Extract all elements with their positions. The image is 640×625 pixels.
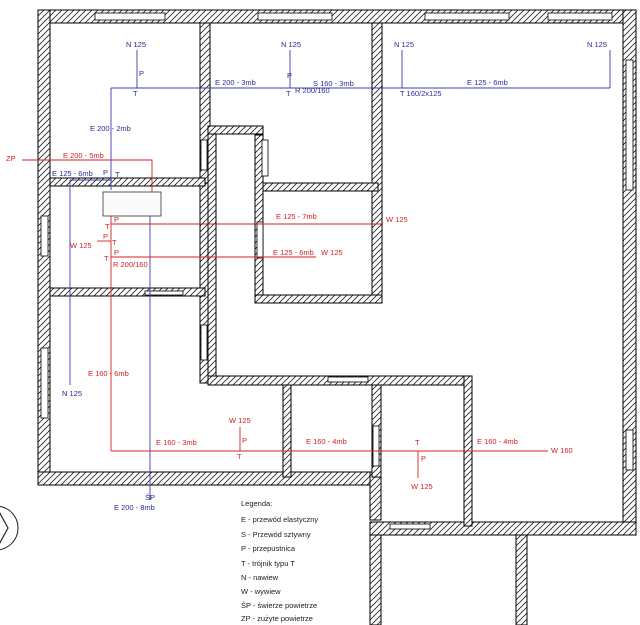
door-7 bbox=[372, 425, 380, 467]
ventilation-unit bbox=[102, 191, 162, 217]
label-w125-bottom: W 125 bbox=[229, 416, 251, 425]
label-w125-left: W 125 bbox=[70, 241, 92, 250]
label-t-c: T bbox=[115, 170, 120, 179]
legend-item: T - trójnik typu T bbox=[241, 559, 295, 568]
label-t-d: T bbox=[105, 222, 110, 231]
label-r200-160-top: R 200/160 bbox=[295, 86, 330, 95]
label-t-b: T bbox=[286, 89, 291, 98]
label-e125-6mb-left: E 125 - 6mb bbox=[52, 169, 93, 178]
wall-v-283 bbox=[282, 384, 292, 478]
window-top-1 bbox=[94, 12, 166, 21]
wall-h-left-room bbox=[49, 177, 206, 187]
legend-item: P - przepustnica bbox=[241, 544, 296, 553]
window-top-3 bbox=[424, 12, 510, 21]
compass-symbol bbox=[0, 505, 19, 551]
openings bbox=[40, 12, 634, 530]
legend-item: S - Przewód sztywny bbox=[241, 530, 311, 539]
label-p-g: P bbox=[242, 436, 247, 445]
label-w160: W 160 bbox=[551, 446, 573, 455]
label-t160-2x125: T 160/2x125 bbox=[400, 89, 442, 98]
legend-item: W - wywiew bbox=[241, 587, 281, 596]
wall-h-closet-top bbox=[207, 125, 264, 135]
label-sp: ŚP bbox=[145, 493, 155, 502]
exhaust-ducts bbox=[22, 159, 548, 478]
door-4 bbox=[256, 221, 264, 259]
label-p-e: P bbox=[103, 232, 108, 241]
label-t-a: T bbox=[133, 89, 138, 98]
door-5 bbox=[200, 324, 208, 361]
door-1 bbox=[144, 290, 184, 296]
label-e160-4mb-b: E 160 - 4mb bbox=[477, 437, 518, 446]
label-e200-5mb: E 200 - 5mb bbox=[63, 151, 104, 160]
label-e200-8mb: E 200 - 8mb bbox=[114, 503, 155, 512]
door-6 bbox=[327, 376, 369, 383]
label-n125-c: N 125 bbox=[394, 40, 414, 49]
wall-h-closet-bottom bbox=[254, 294, 383, 304]
legend-item: E - przewód elastyczny bbox=[241, 515, 318, 524]
window-right-1 bbox=[625, 59, 634, 191]
window-top-4 bbox=[547, 12, 613, 21]
wall-h-mid bbox=[262, 182, 379, 192]
label-p-c: P bbox=[103, 168, 108, 177]
supply-ducts bbox=[69, 50, 611, 500]
door-3 bbox=[261, 139, 269, 177]
legend-title: Legenda: bbox=[241, 499, 272, 508]
duct-labels: N 125 P T N 125 P T E 200 - 3mb R 200/16… bbox=[6, 40, 607, 512]
wall-down-right bbox=[515, 534, 528, 625]
wall-h-left-room2 bbox=[49, 287, 206, 297]
legend-item: ŚP - świerze powietrze bbox=[241, 601, 317, 610]
label-n125-e: N 125 bbox=[62, 389, 82, 398]
label-p-a: P bbox=[139, 69, 144, 78]
window-top-2 bbox=[257, 12, 333, 21]
outer-wall-bottom-left bbox=[37, 471, 382, 486]
label-e125-6mb-mid: E 125 - 6mb bbox=[273, 248, 314, 257]
label-t-h: T bbox=[415, 438, 420, 447]
label-p-d: P bbox=[114, 215, 119, 224]
label-s160-3mb: S 160 - 3mb bbox=[313, 79, 354, 88]
walls bbox=[37, 9, 637, 625]
window-left-1 bbox=[40, 215, 49, 257]
wall-down-left bbox=[369, 534, 382, 625]
label-n125-d: N 125 bbox=[587, 40, 607, 49]
door-8 bbox=[389, 523, 431, 530]
legend: Legenda: E - przewód elastyczny S - Prze… bbox=[241, 499, 318, 623]
legend-item: N - nawiew bbox=[241, 573, 279, 582]
label-t-g: T bbox=[237, 452, 242, 461]
window-left-2 bbox=[40, 347, 49, 419]
wall-v-372 bbox=[371, 22, 383, 302]
label-zp: ZP bbox=[6, 154, 16, 163]
label-w125-right2: W 125 bbox=[321, 248, 343, 257]
label-e200-2mb: E 200 - 2mb bbox=[90, 124, 131, 133]
label-e125-6mb-top: E 125 - 6mb bbox=[467, 78, 508, 87]
outer-wall-bottom-right bbox=[369, 521, 637, 536]
door-2 bbox=[200, 139, 208, 171]
label-e160-4mb-a: E 160 - 4mb bbox=[306, 437, 347, 446]
window-right-2 bbox=[625, 429, 634, 471]
label-n125-b: N 125 bbox=[281, 40, 301, 49]
label-t-f: T bbox=[104, 254, 109, 263]
label-w125-right1: W 125 bbox=[386, 215, 408, 224]
label-e200-3mb: E 200 - 3mb bbox=[215, 78, 256, 87]
wall-stub-bottom bbox=[369, 471, 382, 521]
label-e160-6mb: E 160 - 6mb bbox=[88, 369, 129, 378]
exhaust-zp bbox=[22, 159, 153, 192]
label-p-lower: P bbox=[421, 454, 426, 463]
label-e160-3mb: E 160 - 3mb bbox=[156, 438, 197, 447]
label-t-e: T bbox=[112, 238, 117, 247]
label-w125-lower: W 125 bbox=[411, 482, 433, 491]
label-r200-160-mid: R 200/160 bbox=[113, 260, 148, 269]
label-n125-a: N 125 bbox=[126, 40, 146, 49]
legend-item: ZP - zużyte powietrze bbox=[241, 614, 313, 623]
label-e125-7mb: E 125 - 7mb bbox=[276, 212, 317, 221]
wall-v-208 bbox=[207, 125, 217, 385]
label-p-b: P bbox=[287, 71, 292, 80]
label-p-f: P bbox=[114, 248, 119, 257]
